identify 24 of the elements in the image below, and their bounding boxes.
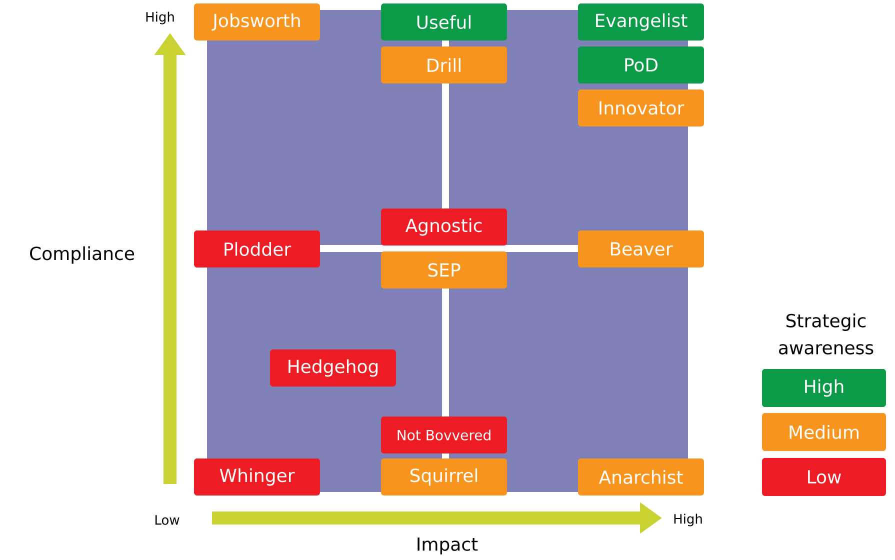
category-box: Anarchist: [578, 458, 704, 496]
axis-label: High: [674, 514, 702, 526]
legend-title: Strategic awareness: [779, 314, 874, 354]
axis-title: Impact: [418, 538, 478, 554]
category-box: Squirrel: [381, 458, 507, 496]
category-box: Hedgehog: [270, 350, 396, 386]
category-box: Useful: [381, 4, 507, 40]
category-box: PoD: [578, 46, 704, 84]
category-box: Not Bovvered: [381, 416, 507, 454]
category-box: Agnostic: [381, 208, 507, 246]
category-box: Evangelist: [578, 4, 704, 40]
category-box: Whinger: [194, 458, 320, 496]
legend-item: Medium: [762, 412, 886, 451]
legend-item: Low: [762, 458, 886, 496]
category-box: Innovator: [578, 90, 704, 126]
category-box: Beaver: [578, 230, 704, 268]
axis-title: Compliance: [30, 246, 134, 264]
axis-label: Low: [155, 515, 180, 525]
category-box: SEP: [381, 252, 507, 288]
category-box: Jobsworth: [194, 4, 320, 40]
category-box: Plodder: [194, 230, 320, 268]
category-box: Drill: [381, 46, 507, 84]
legend-item: High: [762, 369, 886, 407]
axis-label: High: [146, 12, 174, 24]
